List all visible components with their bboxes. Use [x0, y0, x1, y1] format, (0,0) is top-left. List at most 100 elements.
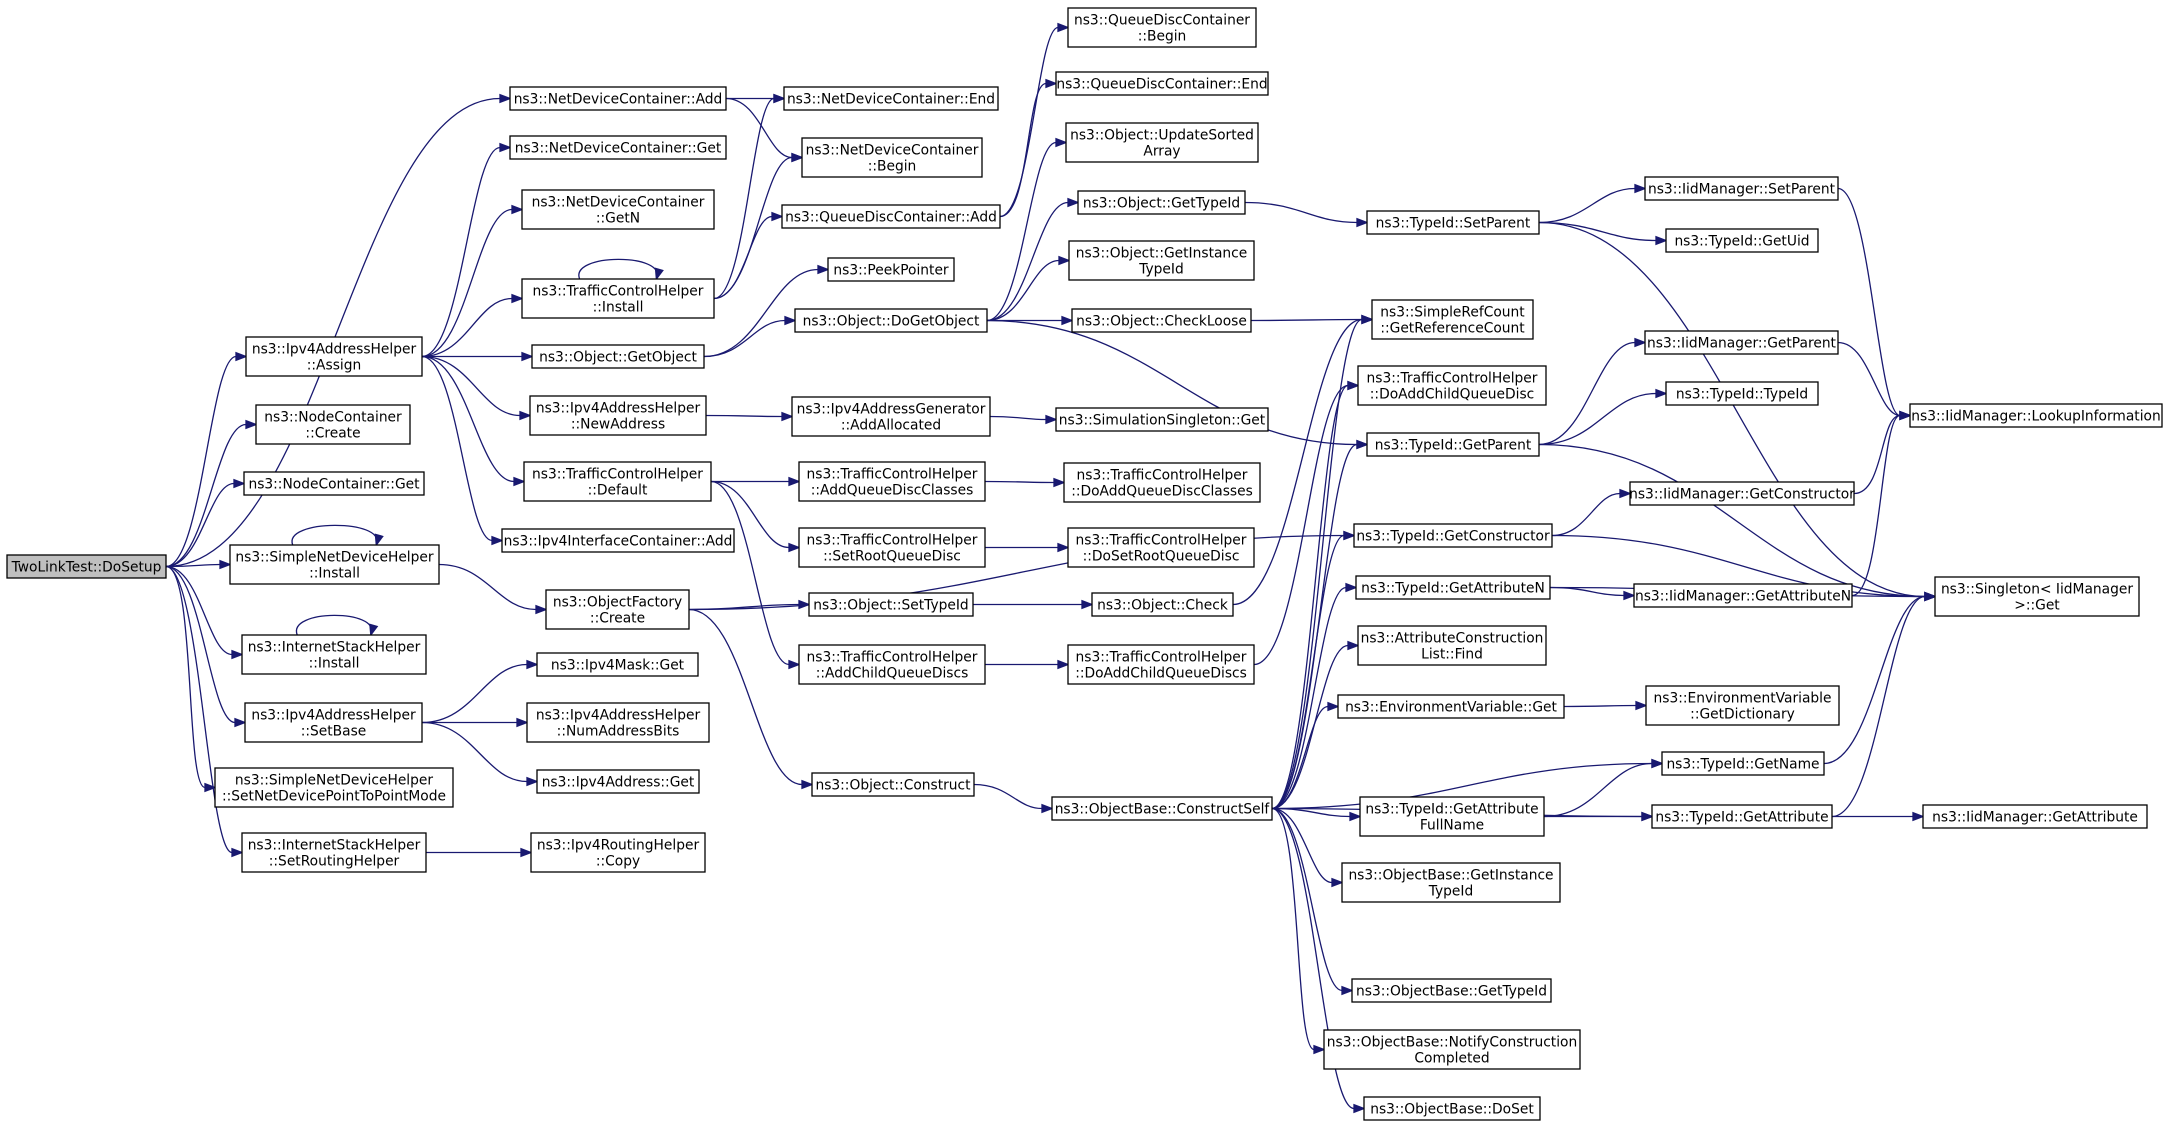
function-node-ndcBegin[interactable]: ns3::NetDeviceContainer::Begin: [801, 137, 983, 178]
node-box: [501, 528, 735, 553]
function-node-ndcGetN[interactable]: ns3::NetDeviceContainer::GetN: [521, 189, 715, 230]
function-node-maskGet[interactable]: ns3::Ipv4Mask::Get: [536, 652, 699, 677]
function-node-tchDoAddChildQds[interactable]: ns3::TrafficControlHelper::DoAddChildQue…: [1067, 644, 1255, 685]
function-node-iidGetAttr[interactable]: ns3::IidManager::GetAttribute: [1922, 804, 2148, 829]
function-node-tidGetParent[interactable]: ns3::TypeId::GetParent: [1366, 432, 1540, 457]
call-edge-obConstructSelf-to-obGetInstTid: [1271, 807, 1344, 888]
function-node-ndcGet[interactable]: ns3::NetDeviceContainer::Get: [509, 135, 727, 160]
function-node-iidGetParent[interactable]: ns3::IidManager::GetParent: [1644, 330, 1839, 355]
node-label: ns3::InternetStackHelper: [248, 838, 421, 854]
function-node-root[interactable]: TwoLinkTest::DoSetup: [6, 554, 167, 579]
function-node-objDoGetObject[interactable]: ns3::Object::DoGetObject: [794, 308, 988, 333]
function-node-tidGetUid[interactable]: ns3::TypeId::GetUid: [1665, 228, 1819, 253]
function-node-obGetTypeId[interactable]: ns3::ObjectBase::GetTypeId: [1351, 978, 1552, 1003]
function-node-iidGetAttrN[interactable]: ns3::IidManager::GetAttributeN: [1633, 583, 1853, 608]
function-node-numAddrBits[interactable]: ns3::Ipv4AddressHelper::NumAddressBits: [526, 702, 710, 743]
function-node-tchDoSetRootQd[interactable]: ns3::TrafficControlHelper::DoSetRootQueu…: [1067, 527, 1255, 568]
function-node-tchDoAddQdClasses[interactable]: ns3::TrafficControlHelper::DoAddQueueDis…: [1063, 462, 1261, 503]
function-node-sndhInstall[interactable]: ns3::SimpleNetDeviceHelper::Install: [229, 544, 440, 585]
function-node-obNotify[interactable]: ns3::ObjectBase::NotifyConstructionCompl…: [1323, 1029, 1581, 1070]
node-label: ns3::IidManager::SetParent: [1648, 182, 1836, 198]
edge-arrowhead: [513, 476, 526, 487]
edge-line: [703, 268, 819, 358]
call-edge-objGetObject-to-peekPtr: [703, 264, 830, 358]
function-node-tidSetParent[interactable]: ns3::TypeId::SetParent: [1366, 210, 1540, 235]
function-node-peekPtr[interactable]: ns3::PeekPointer: [827, 257, 955, 282]
function-node-ndcAdd[interactable]: ns3::NetDeviceContainer::Add: [509, 86, 727, 111]
function-node-tidGetAttrN[interactable]: ns3::TypeId::GetAttributeN: [1355, 575, 1551, 600]
function-node-ipv4Assign[interactable]: ns3::Ipv4AddressHelper::Assign: [245, 336, 423, 377]
edge-line: [973, 783, 1043, 810]
edge-arrowhead: [491, 535, 504, 546]
function-node-obDoSet[interactable]: ns3::ObjectBase::DoSet: [1363, 1096, 1541, 1121]
function-node-objGetTypeId[interactable]: ns3::Object::GetTypeId: [1077, 190, 1246, 215]
function-node-iidLookup[interactable]: ns3::IidManager::LookupInformation: [1909, 403, 2163, 428]
function-node-objConstruct[interactable]: ns3::Object::Construct: [811, 772, 975, 797]
function-node-ipv4NewAddr[interactable]: ns3::Ipv4AddressHelper::NewAddress: [529, 395, 707, 436]
function-node-tidGetAttr[interactable]: ns3::TypeId::GetAttribute: [1651, 804, 1833, 829]
function-node-envGetDict[interactable]: ns3::EnvironmentVariable::GetDictionary: [1645, 685, 1840, 726]
node-label: ns3::InternetStackHelper: [248, 640, 421, 656]
function-node-qdcAdd[interactable]: ns3::QueueDiscContainer::Add: [781, 204, 1001, 229]
edge-arrowhead: [1912, 811, 1925, 822]
edge-line: [165, 423, 247, 568]
function-node-ishInstall[interactable]: ns3::InternetStackHelper::Install: [241, 634, 427, 675]
node-label: ns3::TrafficControlHelper: [807, 533, 978, 549]
function-node-srcGetRefCount[interactable]: ns3::SimpleRefCount::GetReferenceCount: [1371, 299, 1534, 340]
function-node-qdcEnd[interactable]: ns3::QueueDiscContainer::End: [1055, 71, 1269, 96]
function-node-ipv4AddrGet[interactable]: ns3::Ipv4Address::Get: [536, 769, 700, 794]
call-edge-tidGetConstructor-to-iidGetConstructor: [1551, 488, 1632, 537]
edge-line: [165, 565, 233, 656]
function-node-ipv4IcAdd[interactable]: ns3::Ipv4InterfaceContainer::Add: [501, 528, 735, 553]
edge-line: [989, 415, 1047, 421]
function-node-iidSetParent[interactable]: ns3::IidManager::SetParent: [1644, 176, 1839, 201]
function-node-simSingGet[interactable]: ns3::SimulationSingleton::Get: [1055, 407, 1269, 432]
function-node-objSetTypeId[interactable]: ns3::Object::SetTypeId: [808, 592, 974, 617]
node-box: [1077, 190, 1246, 215]
function-node-ncCreate[interactable]: ns3::NodeContainer::Create: [255, 404, 411, 445]
function-node-ncGet[interactable]: ns3::NodeContainer::Get: [243, 471, 425, 496]
function-node-tchDefault[interactable]: ns3::TrafficControlHelper::Default: [523, 461, 712, 502]
edge-line: [578, 258, 658, 280]
function-node-ofCreate[interactable]: ns3::ObjectFactory::Create: [545, 589, 690, 630]
function-node-addrGenAlloc[interactable]: ns3::Ipv4AddressGenerator::AddAllocated: [791, 396, 991, 437]
function-node-objGetObject[interactable]: ns3::Object::GetObject: [531, 344, 705, 369]
function-node-objCheckLoose[interactable]: ns3::Object::CheckLoose: [1071, 308, 1252, 333]
function-node-qdcBegin[interactable]: ns3::QueueDiscContainer::Begin: [1067, 7, 1257, 48]
edge-line: [713, 97, 775, 300]
function-node-singletonGet[interactable]: ns3::Singleton< IidManager>::Get: [1934, 576, 2140, 617]
function-node-tchAddQdClasses[interactable]: ns3::TrafficControlHelper::AddQueueDiscC…: [798, 461, 986, 502]
function-node-tchDoAddChildQd[interactable]: ns3::TrafficControlHelper::DoAddChildQue…: [1357, 365, 1547, 406]
function-node-objCheck[interactable]: ns3::Object::Check: [1091, 592, 1234, 617]
node-label: ns3::NetDeviceContainer: [532, 195, 705, 211]
function-node-iidGetConstructor[interactable]: ns3::IidManager::GetConstructor: [1629, 481, 1855, 506]
call-edge-obConstructSelf-to-tidGetConstructor: [1271, 530, 1356, 810]
edge-arrowhead: [1067, 197, 1080, 208]
function-node-tidTypeId[interactable]: ns3::TypeId::TypeId: [1665, 381, 1819, 406]
edge-line: [725, 97, 793, 159]
node-box: [811, 772, 975, 797]
node-label: ns3::Singleton< IidManager: [1941, 582, 2133, 598]
function-node-tchInstall[interactable]: ns3::TrafficControlHelper::Install: [521, 278, 715, 319]
node-label: ::AddChildQueueDiscs: [816, 666, 969, 682]
function-node-ndcEnd[interactable]: ns3::NetDeviceContainer::End: [783, 86, 999, 111]
function-node-sndhP2P[interactable]: ns3::SimpleNetDeviceHelper::SetNetDevice…: [214, 767, 454, 808]
node-label: ns3::IidManager::GetAttributeN: [1635, 589, 1851, 605]
call-edge-iidGetParent-to-iidLookup: [1837, 341, 1912, 421]
function-node-tidGetName[interactable]: ns3::TypeId::GetName: [1661, 751, 1825, 776]
edge-line: [1253, 384, 1349, 666]
function-node-ipv4SetBase[interactable]: ns3::Ipv4AddressHelper::SetBase: [244, 702, 423, 743]
function-node-obConstructSelf[interactable]: ns3::ObjectBase::ConstructSelf: [1051, 796, 1273, 821]
function-node-ishSetRouting[interactable]: ns3::InternetStackHelper::SetRoutingHelp…: [241, 832, 427, 873]
function-node-envGet[interactable]: ns3::EnvironmentVariable::Get: [1337, 694, 1565, 719]
function-node-rhCopy[interactable]: ns3::Ipv4RoutingHelper::Copy: [530, 832, 706, 873]
function-node-tchAddChildQds[interactable]: ns3::TrafficControlHelper::AddChildQueue…: [798, 644, 986, 685]
function-node-tidGetConstructor[interactable]: ns3::TypeId::GetConstructor: [1353, 523, 1553, 548]
function-node-tchSetRootQd[interactable]: ns3::TrafficControlHelper::SetRootQueueD…: [798, 527, 986, 568]
call-edge-tchDefault-to-tchSetRootQd: [710, 480, 801, 553]
